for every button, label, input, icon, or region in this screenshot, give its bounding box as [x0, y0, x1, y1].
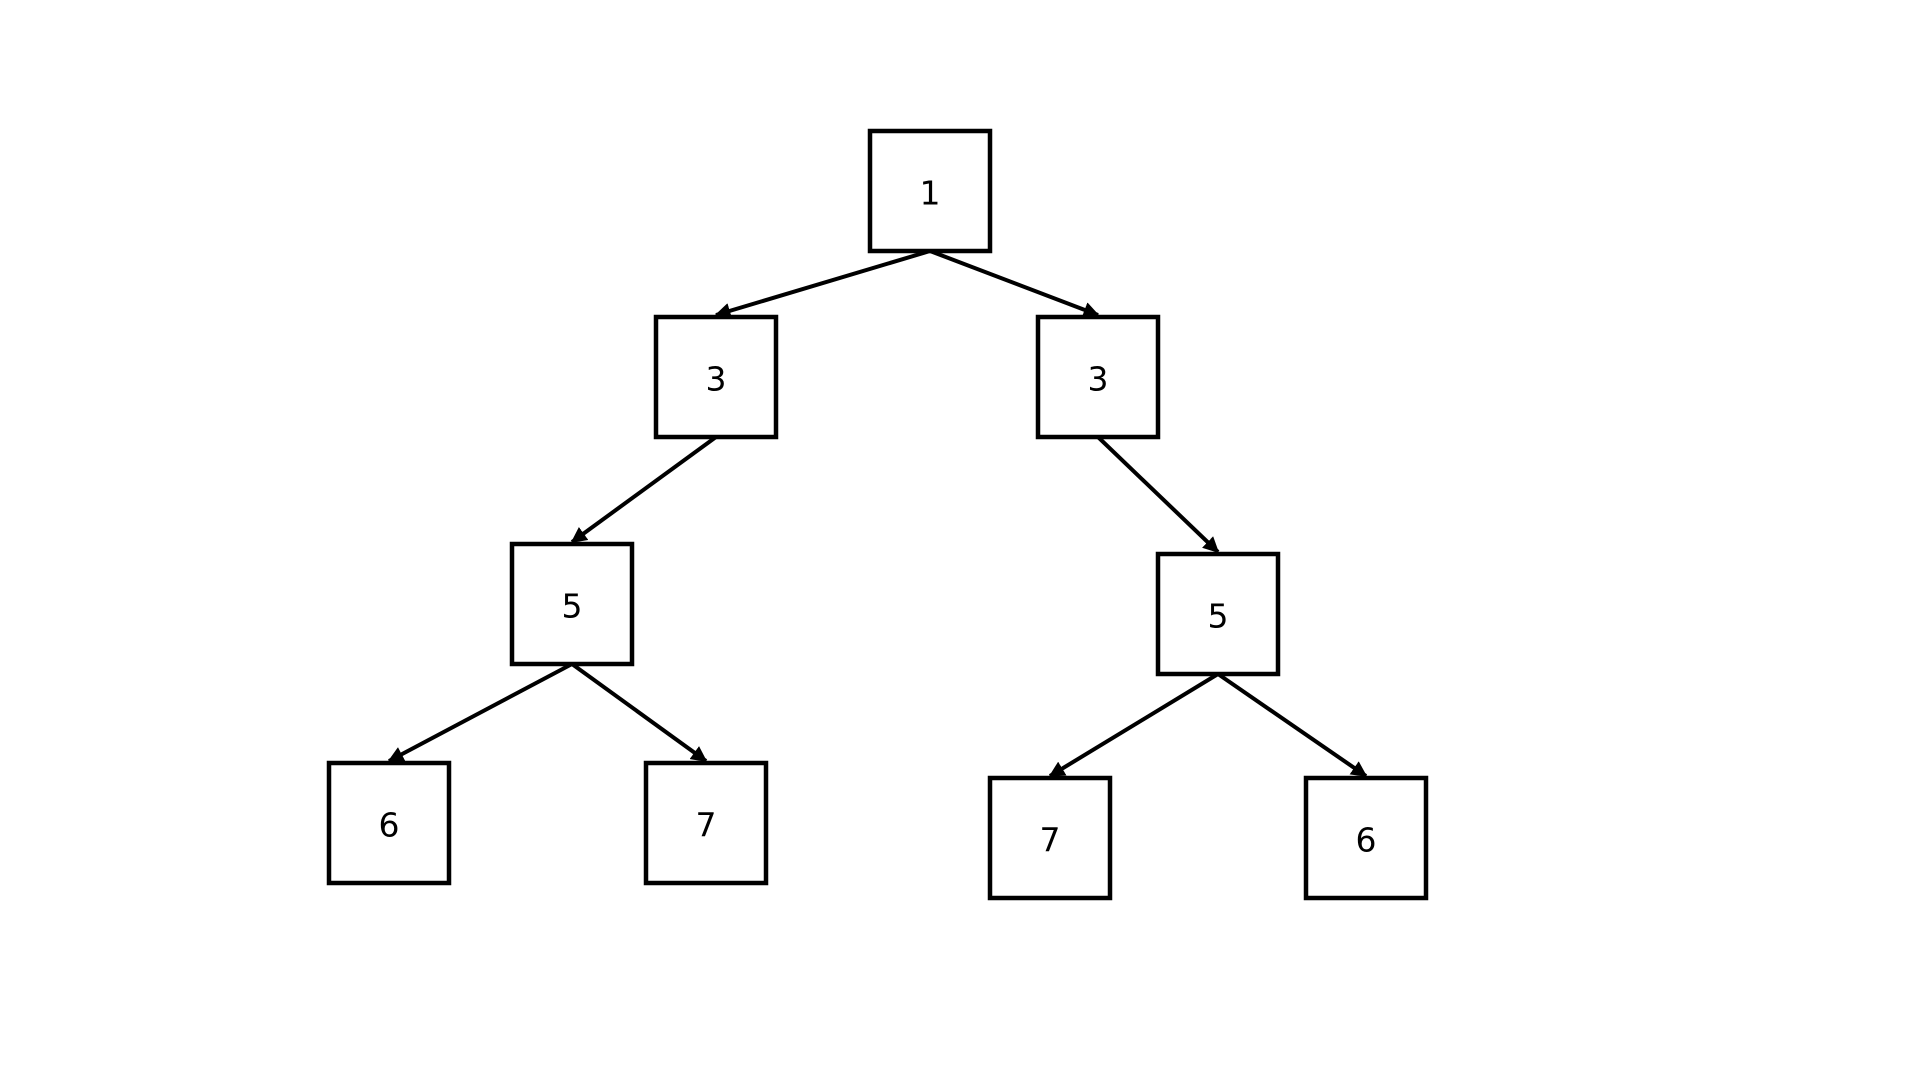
node-label: 7: [1040, 821, 1061, 860]
node-group: 1 3 3 5 5 6 7 7: [326, 128, 1429, 901]
node-box: [653, 314, 779, 440]
node-box: [867, 128, 993, 254]
node-box: [987, 775, 1113, 901]
edge-n5-n8: [1048, 672, 1220, 778]
tree-node-leaf: 7: [643, 760, 769, 886]
tree-node-right-grandchild: 5: [1155, 551, 1281, 677]
node-box: [326, 760, 452, 886]
node-label: 1: [920, 174, 941, 213]
tree-node-leaf: 6: [1303, 775, 1429, 901]
node-label: 6: [379, 806, 400, 845]
node-label: 3: [1088, 360, 1109, 399]
tree-node-left-child: 3: [653, 314, 779, 440]
node-box: [509, 541, 635, 667]
edge-n1-n3: [929, 249, 1100, 318]
edge-n5-n9: [1216, 672, 1368, 778]
node-box: [643, 760, 769, 886]
node-label: 7: [696, 806, 717, 845]
tree-node-right-child: 3: [1035, 314, 1161, 440]
edge-n4-n6: [387, 662, 573, 763]
edge-n2-n4: [570, 435, 718, 544]
node-box: [1155, 551, 1281, 677]
tree-node-leaf: 6: [326, 760, 452, 886]
tree-node-left-grandchild: 5: [509, 541, 635, 667]
node-label: 5: [1208, 597, 1229, 636]
tree-node-root: 1: [867, 128, 993, 254]
edge-n1-n2: [714, 249, 931, 319]
edge-group: [387, 249, 1368, 778]
node-box: [1303, 775, 1429, 901]
edge-n4-n7: [570, 662, 708, 763]
node-label: 5: [562, 587, 583, 626]
edge-n3-n5: [1096, 435, 1220, 554]
tree-node-leaf: 7: [987, 775, 1113, 901]
node-box: [1035, 314, 1161, 440]
node-label: 3: [706, 360, 727, 399]
node-label: 6: [1356, 821, 1377, 860]
